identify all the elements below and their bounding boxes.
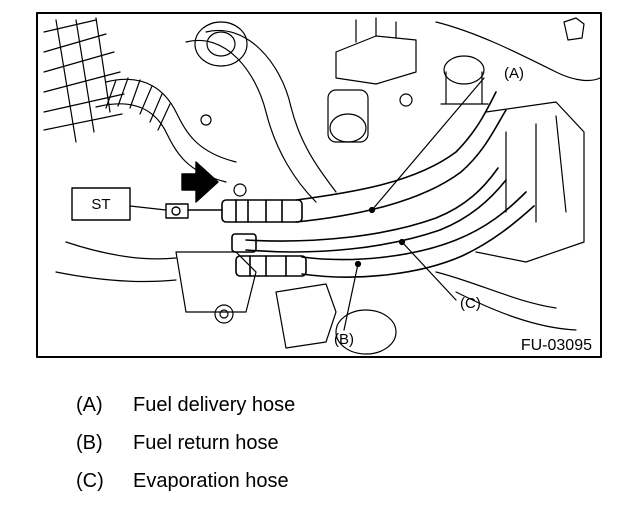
legend-item: (A) Fuel delivery hose — [76, 392, 596, 430]
legend-item: (C) Evaporation hose — [76, 468, 596, 506]
direction-arrow — [181, 161, 219, 203]
legend-text: Evaporation hose — [133, 470, 289, 492]
legend: (A) Fuel delivery hose (B) Fuel return h… — [76, 392, 596, 506]
evaporation-hose — [231, 167, 507, 253]
legend-item: (B) Fuel return hose — [76, 430, 596, 468]
legend-text: Fuel return hose — [133, 432, 279, 454]
callout-a: (A) — [504, 65, 524, 82]
engine-background — [43, 17, 601, 355]
engine-bay-illustration: ST (A) (C) (B) FU-03095 — [36, 12, 602, 358]
st-label: ST — [91, 196, 110, 213]
legend-text: Fuel delivery hose — [133, 394, 296, 416]
callout-c: (C) — [460, 295, 481, 312]
callout-b: (B) — [334, 331, 354, 348]
figure-frame — [36, 12, 602, 358]
figure-id: FU-03095 — [521, 337, 592, 354]
callout-leaders — [343, 77, 485, 331]
st-label-box — [71, 187, 131, 221]
legend-key: (A) — [76, 394, 103, 416]
fuel-return-hose — [235, 191, 535, 278]
fuel-delivery-hose — [187, 91, 507, 223]
special-tool: ST — [71, 187, 189, 221]
legend-key: (C) — [76, 470, 104, 492]
legend-key: (B) — [76, 432, 103, 454]
